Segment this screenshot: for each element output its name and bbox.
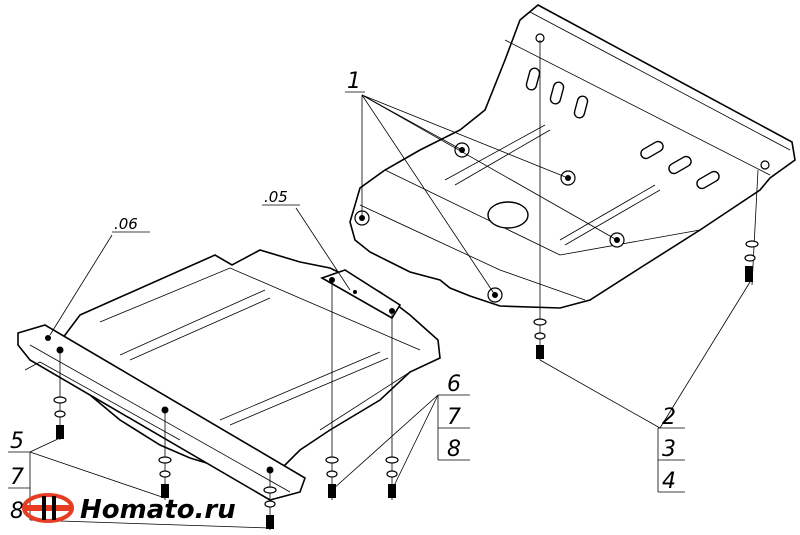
leader-line-part-05 bbox=[262, 204, 351, 291]
leader-line-part-06 bbox=[49, 231, 150, 336]
logo-text: Homato.ru bbox=[80, 495, 236, 525]
label-part-7-right: 7 bbox=[447, 405, 461, 430]
label-part-05: .05 bbox=[264, 188, 288, 206]
label-part-6: 6 bbox=[447, 372, 461, 397]
label-part-06: .06 bbox=[114, 215, 138, 233]
large-skid-plate bbox=[349, 4, 796, 309]
logo-icon bbox=[22, 493, 74, 523]
label-part-5: 5 bbox=[10, 429, 24, 454]
label-part-1: 1 bbox=[347, 69, 361, 94]
label-part-8-right: 8 bbox=[447, 437, 461, 462]
label-part-2: 2 bbox=[662, 405, 676, 430]
small-skid-plate bbox=[17, 249, 441, 501]
leader-lines-part-6 bbox=[331, 394, 470, 491]
label-part-7-left: 7 bbox=[10, 465, 24, 490]
label-part-3: 3 bbox=[662, 437, 676, 462]
leader-lines-part-1 bbox=[345, 91, 618, 296]
logo: Homato.ru bbox=[22, 493, 236, 525]
bracket-part-05 bbox=[320, 269, 402, 320]
label-part-8-left: 8 bbox=[10, 499, 24, 524]
leader-lines-part-2 bbox=[539, 281, 751, 493]
fasteners-large-plate bbox=[533, 40, 759, 360]
label-part-4: 4 bbox=[662, 469, 676, 494]
fasteners-small-plate bbox=[53, 282, 399, 530]
